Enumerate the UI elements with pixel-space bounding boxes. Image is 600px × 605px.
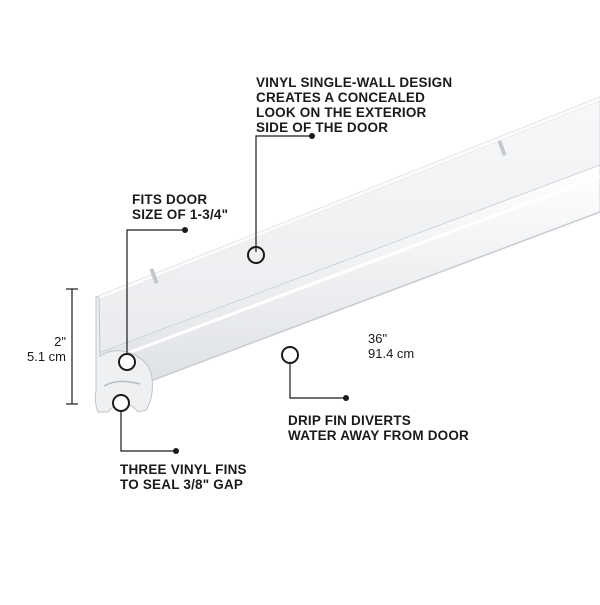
length-dimension-label: 36" 91.4 cm bbox=[368, 331, 414, 361]
leader-end-dot bbox=[173, 448, 179, 454]
callout-line: WATER AWAY FROM DOOR bbox=[288, 428, 470, 443]
callout-line: THREE VINYL FINS bbox=[120, 462, 247, 477]
callout-drip-fin: DRIP FIN DIVERTS WATER AWAY FROM DOOR bbox=[288, 413, 469, 443]
callout-line: VINYL SINGLE-WALL DESIGN bbox=[256, 75, 453, 90]
sweep-highlight bbox=[103, 174, 600, 364]
dimension-metric: 91.4 cm bbox=[368, 346, 415, 361]
callout-vinyl-design: VINYL SINGLE-WALL DESIGN CREATES A CONCE… bbox=[256, 75, 452, 135]
mounting-slot bbox=[149, 268, 159, 284]
callout-line: FITS DOOR bbox=[132, 192, 208, 207]
callout-line: LOOK ON THE EXTERIOR bbox=[256, 105, 427, 120]
leader-three-fins bbox=[120, 410, 176, 452]
dimension-imperial: 2" bbox=[54, 334, 66, 349]
marker-fits-door bbox=[118, 353, 136, 371]
fin-slot bbox=[103, 380, 141, 387]
mounting-slot bbox=[497, 140, 507, 156]
callout-line: CREATES A CONCEALED bbox=[256, 90, 426, 105]
leader-drip-fin bbox=[289, 363, 346, 399]
leader-end-dot bbox=[182, 227, 188, 233]
dimension-metric: 5.1 cm bbox=[26, 349, 66, 364]
leader-vinyl-design bbox=[255, 135, 312, 252]
marker-vinyl-design bbox=[247, 246, 265, 264]
callout-fits-door: FITS DOOR SIZE OF 1-3/4" bbox=[132, 192, 228, 222]
callout-line: DRIP FIN DIVERTS bbox=[288, 413, 411, 428]
leader-end-dot bbox=[343, 395, 349, 401]
leader-fits-door bbox=[126, 229, 185, 354]
callout-three-fins: THREE VINYL FINS TO SEAL 3/8" GAP bbox=[120, 462, 247, 492]
sweep-shadow-edge bbox=[99, 211, 600, 401]
marker-three-fins bbox=[112, 394, 130, 412]
dimension-imperial: 36" bbox=[368, 331, 388, 346]
callout-line: SIDE OF THE DOOR bbox=[256, 120, 389, 135]
leader-end-dot bbox=[309, 133, 315, 139]
callout-line: TO SEAL 3/8" GAP bbox=[120, 477, 244, 492]
height-dimension-label: 2" 5.1 cm bbox=[6, 334, 66, 364]
callout-line: SIZE OF 1-3/4" bbox=[132, 207, 229, 222]
marker-drip-fin bbox=[281, 346, 299, 364]
